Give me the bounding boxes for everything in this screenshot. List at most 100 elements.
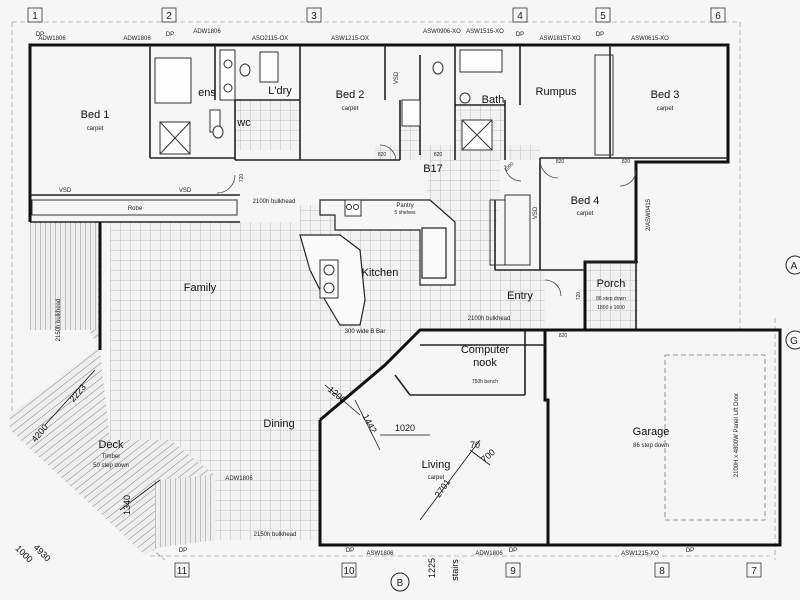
- dp-label: DP: [179, 548, 187, 554]
- vsd-label: VSD: [179, 188, 192, 194]
- dp-label: DP: [596, 32, 604, 38]
- b17-label: B17: [423, 163, 443, 175]
- door-width-label: 820: [556, 159, 565, 165]
- door-width-label: 820: [434, 152, 443, 158]
- dp-label: DP: [166, 32, 174, 38]
- pantry-shelves-label: 5 shelves: [394, 210, 416, 216]
- door-width-label: 820: [559, 333, 568, 339]
- deck-finish-label: Timber: [102, 454, 120, 460]
- grid-letter: A: [791, 261, 798, 272]
- window-label: 2/ASW0415: [646, 198, 652, 231]
- pantry-label: Pantry: [396, 203, 413, 209]
- window-label: ASW1215-XO: [621, 551, 659, 557]
- deck-step-label: 50 step down: [93, 463, 129, 469]
- dp-label: DP: [686, 548, 694, 554]
- window-label: ADW1806: [193, 29, 221, 35]
- grid-number: 3: [311, 11, 317, 22]
- bulkhead-label: 2150h bulkhead: [56, 299, 62, 342]
- dp-label: DP: [346, 548, 354, 554]
- grid-number: 11: [177, 566, 188, 577]
- room-label-wc: wc: [236, 117, 251, 129]
- grid-letter-markers: B A G: [390, 255, 800, 592]
- window-label: ADW1806: [38, 36, 66, 42]
- bench-label: 750h bench: [472, 379, 498, 385]
- dimension-label: 70: [470, 440, 480, 450]
- grid-number: 6: [715, 11, 721, 22]
- room-label-computer: Computer: [461, 344, 510, 356]
- grid-letter: G: [790, 336, 798, 347]
- dimension-label: 1020: [395, 423, 415, 433]
- room-label-kitchen: Kitchen: [362, 267, 399, 279]
- bulkhead-label: 2100h bulkhead: [468, 316, 511, 322]
- dimension-lines: [44, 369, 491, 521]
- window-label: ASW0615-XO: [631, 36, 669, 42]
- room-label-dining: Dining: [263, 418, 294, 430]
- dimension-label: 1225: [427, 558, 437, 578]
- interior-walls: [30, 45, 728, 396]
- annotations: Robe Pantry 5 shelves 2100h bulkhead 210…: [56, 163, 740, 581]
- door-width-label: 820: [378, 152, 387, 158]
- garage-door-label: 2100H x 4800W Panel Lift Door: [734, 393, 740, 477]
- vsd-label: VSD: [533, 206, 539, 219]
- dimension-label: 700: [479, 447, 497, 464]
- door-width-label: 720: [576, 292, 582, 301]
- finish-label: carpet: [342, 106, 359, 112]
- dimension-label: 1340: [122, 495, 132, 515]
- grid-number: 9: [510, 566, 516, 577]
- room-label-bed-2: Bed 2: [336, 89, 365, 101]
- room-label-entry: Entry: [507, 290, 533, 302]
- room-label-nook: nook: [473, 357, 497, 369]
- grid-number: 8: [659, 566, 665, 577]
- dp-markers: DP DP DP DP DP DP DP DP VSD VSD VSD VSD: [36, 32, 694, 554]
- door-swings: [216, 144, 637, 297]
- garage-step-label: 86 step down: [633, 443, 669, 449]
- room-label-laundry: L'dry: [268, 85, 292, 97]
- window-label: ADW1806: [225, 476, 253, 482]
- window-label: ASW1515-XO: [466, 29, 504, 35]
- bath-fixtures: [154, 49, 503, 299]
- dimension-label: 1000: [14, 543, 35, 564]
- window-label: ADW1806: [475, 551, 503, 557]
- bulkhead-label: 2150h bulkhead: [254, 532, 297, 538]
- bar-label: 300 wide B Bar: [345, 329, 386, 335]
- robes: [31, 54, 614, 266]
- room-label-garage: Garage: [633, 426, 670, 438]
- room-label-bed-3: Bed 3: [651, 89, 680, 101]
- window-label: ASW1806: [366, 551, 394, 557]
- grid-number: 10: [343, 566, 355, 577]
- door-width-label: 1000: [503, 161, 515, 173]
- grid-number: 7: [751, 566, 757, 577]
- dp-label: DP: [516, 32, 524, 38]
- door-width-label: 820: [622, 159, 631, 165]
- room-label-bed-1: Bed 1: [81, 109, 110, 121]
- window-label: ASW0906-XO: [423, 29, 461, 35]
- grid-markers: [27, 7, 762, 578]
- dp-label: DP: [36, 32, 44, 38]
- bulkhead-label: 2100h bulkhead: [253, 199, 296, 205]
- room-labels: Bed 1 carpet Bed 2 carpet Bed 3 carpet B…: [81, 85, 680, 481]
- room-label-deck: Deck: [98, 439, 124, 451]
- finish-label: carpet: [657, 106, 674, 112]
- dp-label: DP: [509, 548, 517, 554]
- grid-number: 4: [517, 11, 523, 22]
- dimension-label: 1442: [361, 412, 379, 434]
- door-width-label: 720: [239, 174, 245, 183]
- dimension-label: 4930: [32, 542, 53, 563]
- room-label-bed-4: Bed 4: [571, 195, 600, 207]
- room-label-family: Family: [184, 282, 217, 294]
- room-label-living: Living: [422, 459, 451, 471]
- window-label: ADW1806: [123, 36, 151, 42]
- grid-letter: B: [397, 578, 404, 589]
- porch-size-label: 1800 x 1600: [597, 305, 625, 311]
- window-label: ASW1815T-XO: [539, 36, 580, 42]
- window-label: ASO2115-OX: [252, 36, 288, 42]
- window-labels: ADW1806 ADW1806 ADW1806 ASO2115-OX ASW12…: [38, 29, 669, 557]
- robe-label: Robe: [128, 206, 143, 212]
- finish-label: carpet: [428, 475, 445, 481]
- deck-boards: [10, 222, 215, 555]
- room-label-ens: ens: [198, 87, 216, 99]
- stairs-label: stairs: [450, 559, 460, 581]
- porch-step-label: 86 step down: [596, 296, 626, 302]
- finish-label: carpet: [87, 126, 104, 132]
